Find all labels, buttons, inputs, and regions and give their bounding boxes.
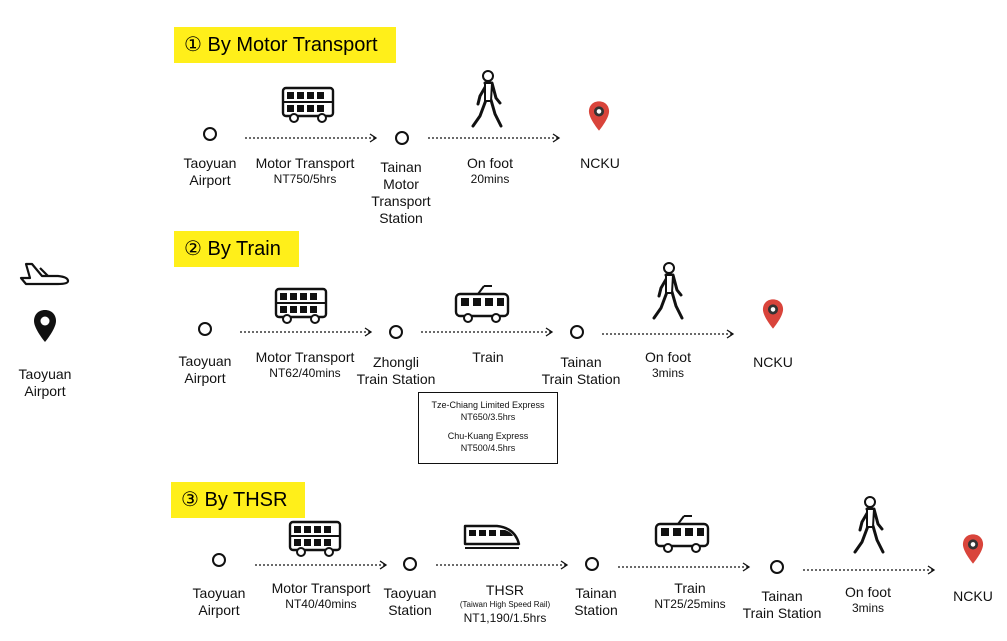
stop-label: NCKU <box>580 155 620 171</box>
route-arrow <box>421 327 556 337</box>
fare-name: Chu-Kuang Express <box>447 431 529 441</box>
route-thsr-header: ③ By THSR <box>171 482 306 518</box>
walking-person-icon <box>650 262 686 322</box>
route-arrow <box>428 133 563 143</box>
route-arrow <box>255 560 390 570</box>
route-arrow <box>602 329 737 339</box>
location-pin-icon <box>33 309 57 343</box>
stop-label: NCKU <box>753 354 793 370</box>
bus-icon <box>274 287 328 325</box>
stop-circle <box>770 560 784 574</box>
route-arrow <box>245 133 380 143</box>
destination-pin-icon <box>588 100 610 132</box>
bus-icon <box>288 520 342 558</box>
tram-icon <box>454 284 510 324</box>
walking-person-icon <box>469 70 505 130</box>
route-motor-header: ① By Motor Transport <box>174 27 396 63</box>
stop-circle <box>403 557 417 571</box>
stop-circle <box>585 557 599 571</box>
route-arrow <box>618 562 753 572</box>
destination-pin-icon <box>962 533 984 565</box>
tram-icon <box>654 514 710 554</box>
leg-label: THSR (Taiwan High Speed Rail) NT1,190/1.… <box>459 582 551 625</box>
fare-price: NT500/4.5hrs <box>460 443 516 453</box>
route-arrow <box>803 565 938 575</box>
stop-circle <box>389 325 403 339</box>
stop-circle <box>212 553 226 567</box>
leg-label: Train <box>472 349 504 365</box>
destination-pin-icon <box>762 298 784 330</box>
route-arrow <box>240 327 375 337</box>
stop-label: NCKU <box>953 588 993 604</box>
train-fare-box: Tze-Chiang Limited Express NT650/3.5hrs … <box>418 392 558 464</box>
bus-icon <box>281 86 335 124</box>
route-arrow <box>436 560 571 570</box>
stop-circle <box>395 131 409 145</box>
route-train-header: ② By Train <box>174 231 299 267</box>
stop-circle <box>198 322 212 336</box>
plane-icon <box>18 260 70 288</box>
stop-circle <box>203 127 217 141</box>
high-speed-train-icon <box>463 520 521 552</box>
fare-price: NT650/3.5hrs <box>460 412 516 422</box>
fare-name: Tze-Chiang Limited Express <box>431 400 545 410</box>
walking-person-icon <box>851 496 887 556</box>
stop-circle <box>570 325 584 339</box>
